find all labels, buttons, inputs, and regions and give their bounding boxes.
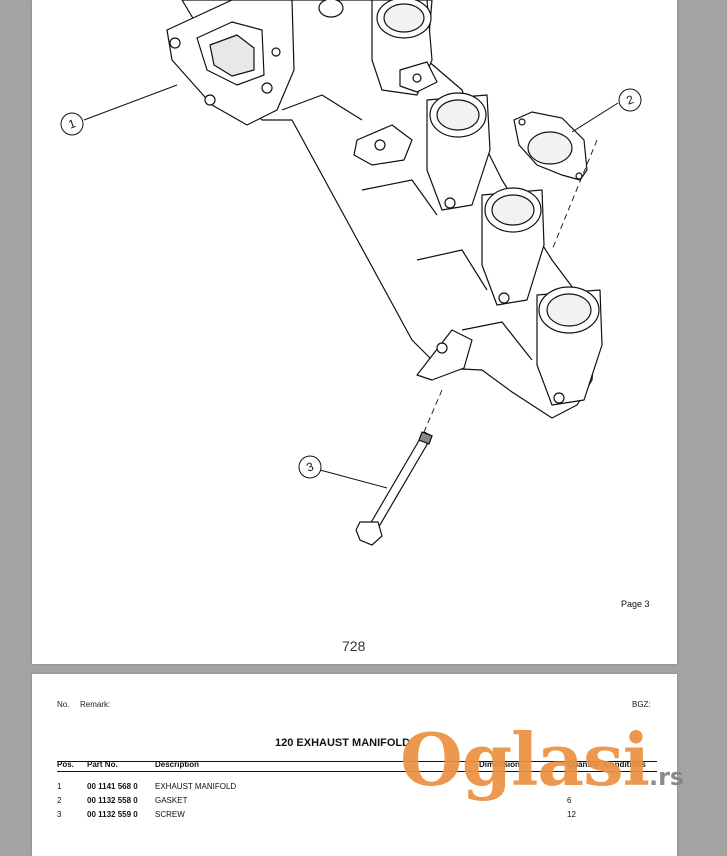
row-part-no: 00 1141 568 0 — [87, 782, 138, 791]
page-number: 728 — [342, 638, 366, 654]
document-page-parts-list: No. Remark: BGZ: 120 EXHAUST MANIFOLD Po… — [32, 674, 677, 856]
column-header-pos: Pos. — [57, 760, 74, 769]
callout-label-3: 3 — [304, 459, 315, 475]
callout-label-1: 1 — [66, 116, 77, 132]
row-quantity: 12 — [567, 810, 576, 819]
row-description: SCREW — [155, 810, 185, 819]
callout-label-2: 2 — [624, 92, 635, 108]
header-bgz: BGZ: — [632, 700, 651, 709]
column-header-description: Description — [155, 760, 200, 769]
row-description: EXHAUST MANIFOLD — [155, 782, 237, 791]
section-title: 120 EXHAUST MANIFOLD — [275, 737, 411, 749]
callout-3 — [298, 455, 322, 479]
table-top-rule — [57, 761, 657, 762]
row-part-no: 00 1132 558 0 — [87, 796, 138, 805]
row-pos: 1 — [57, 782, 62, 791]
document-page-drawing: 1 2 3 Page 3 728 — [32, 0, 677, 664]
watermark-tld: .rs — [648, 763, 685, 791]
column-header-part-no: Part No. — [87, 760, 118, 769]
row-part-no: 00 1132 559 0 — [87, 810, 138, 819]
row-quantity: 6 — [567, 796, 572, 805]
exhaust-manifold-drawing: 1 2 3 — [60, 0, 642, 546]
column-header-dimension: Dimension — [479, 760, 520, 769]
header-remark: Remark: — [80, 700, 111, 709]
watermark-text: Oglasi — [400, 717, 650, 802]
column-header-quantity: Quantity — [567, 760, 600, 769]
column-header-conditions: Conditions — [604, 760, 646, 769]
page-label: Page 3 — [621, 599, 650, 609]
table-header-rule — [57, 771, 657, 772]
callout-2 — [618, 88, 642, 112]
header-no: No. — [57, 700, 70, 709]
row-pos: 3 — [57, 810, 62, 819]
callout-1 — [60, 112, 84, 136]
watermark-logo: Oglasi.rs — [400, 724, 684, 796]
row-description: GASKET — [155, 796, 188, 805]
row-pos: 2 — [57, 796, 62, 805]
